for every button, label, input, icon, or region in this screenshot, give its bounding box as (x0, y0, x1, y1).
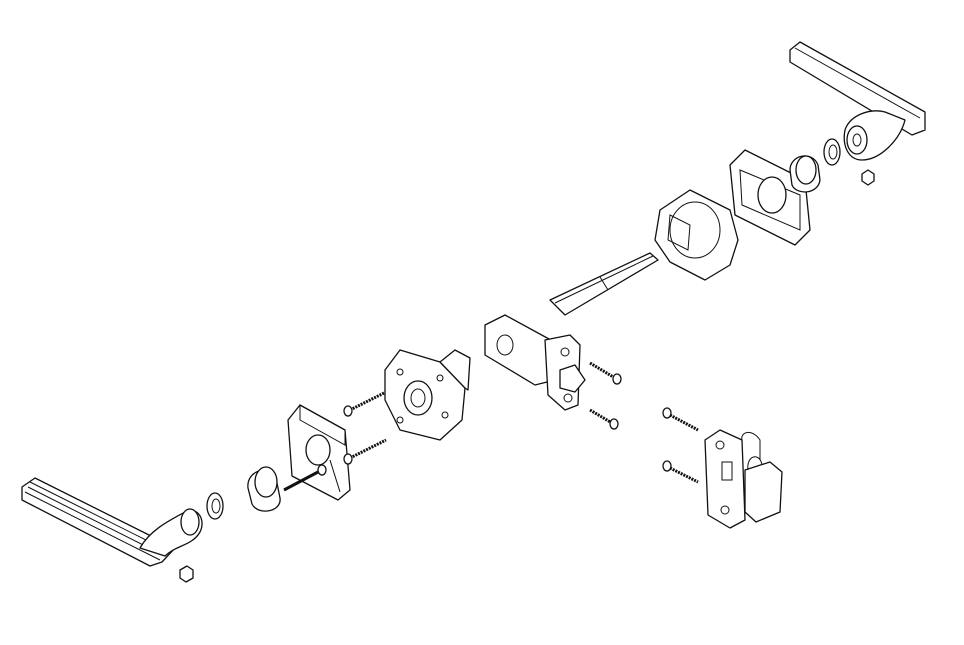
spindle (549, 252, 659, 316)
mounting-plate (384, 349, 471, 441)
small-screw-left (283, 464, 327, 492)
retaining-ring-right (823, 138, 841, 166)
bushing-right (789, 155, 821, 193)
set-screw-left (179, 565, 194, 583)
through-bolts (343, 390, 387, 465)
bushing-left (247, 466, 281, 512)
retaining-ring-left (206, 492, 224, 520)
strike-screws (662, 407, 699, 484)
strike-plate (704, 429, 783, 529)
latch (484, 314, 586, 411)
lever-left (21, 477, 203, 567)
lever-right (789, 41, 926, 161)
latch-screws (589, 361, 622, 430)
square-rose-left (287, 404, 351, 501)
set-screw-right (861, 169, 875, 186)
chassis (654, 189, 739, 281)
